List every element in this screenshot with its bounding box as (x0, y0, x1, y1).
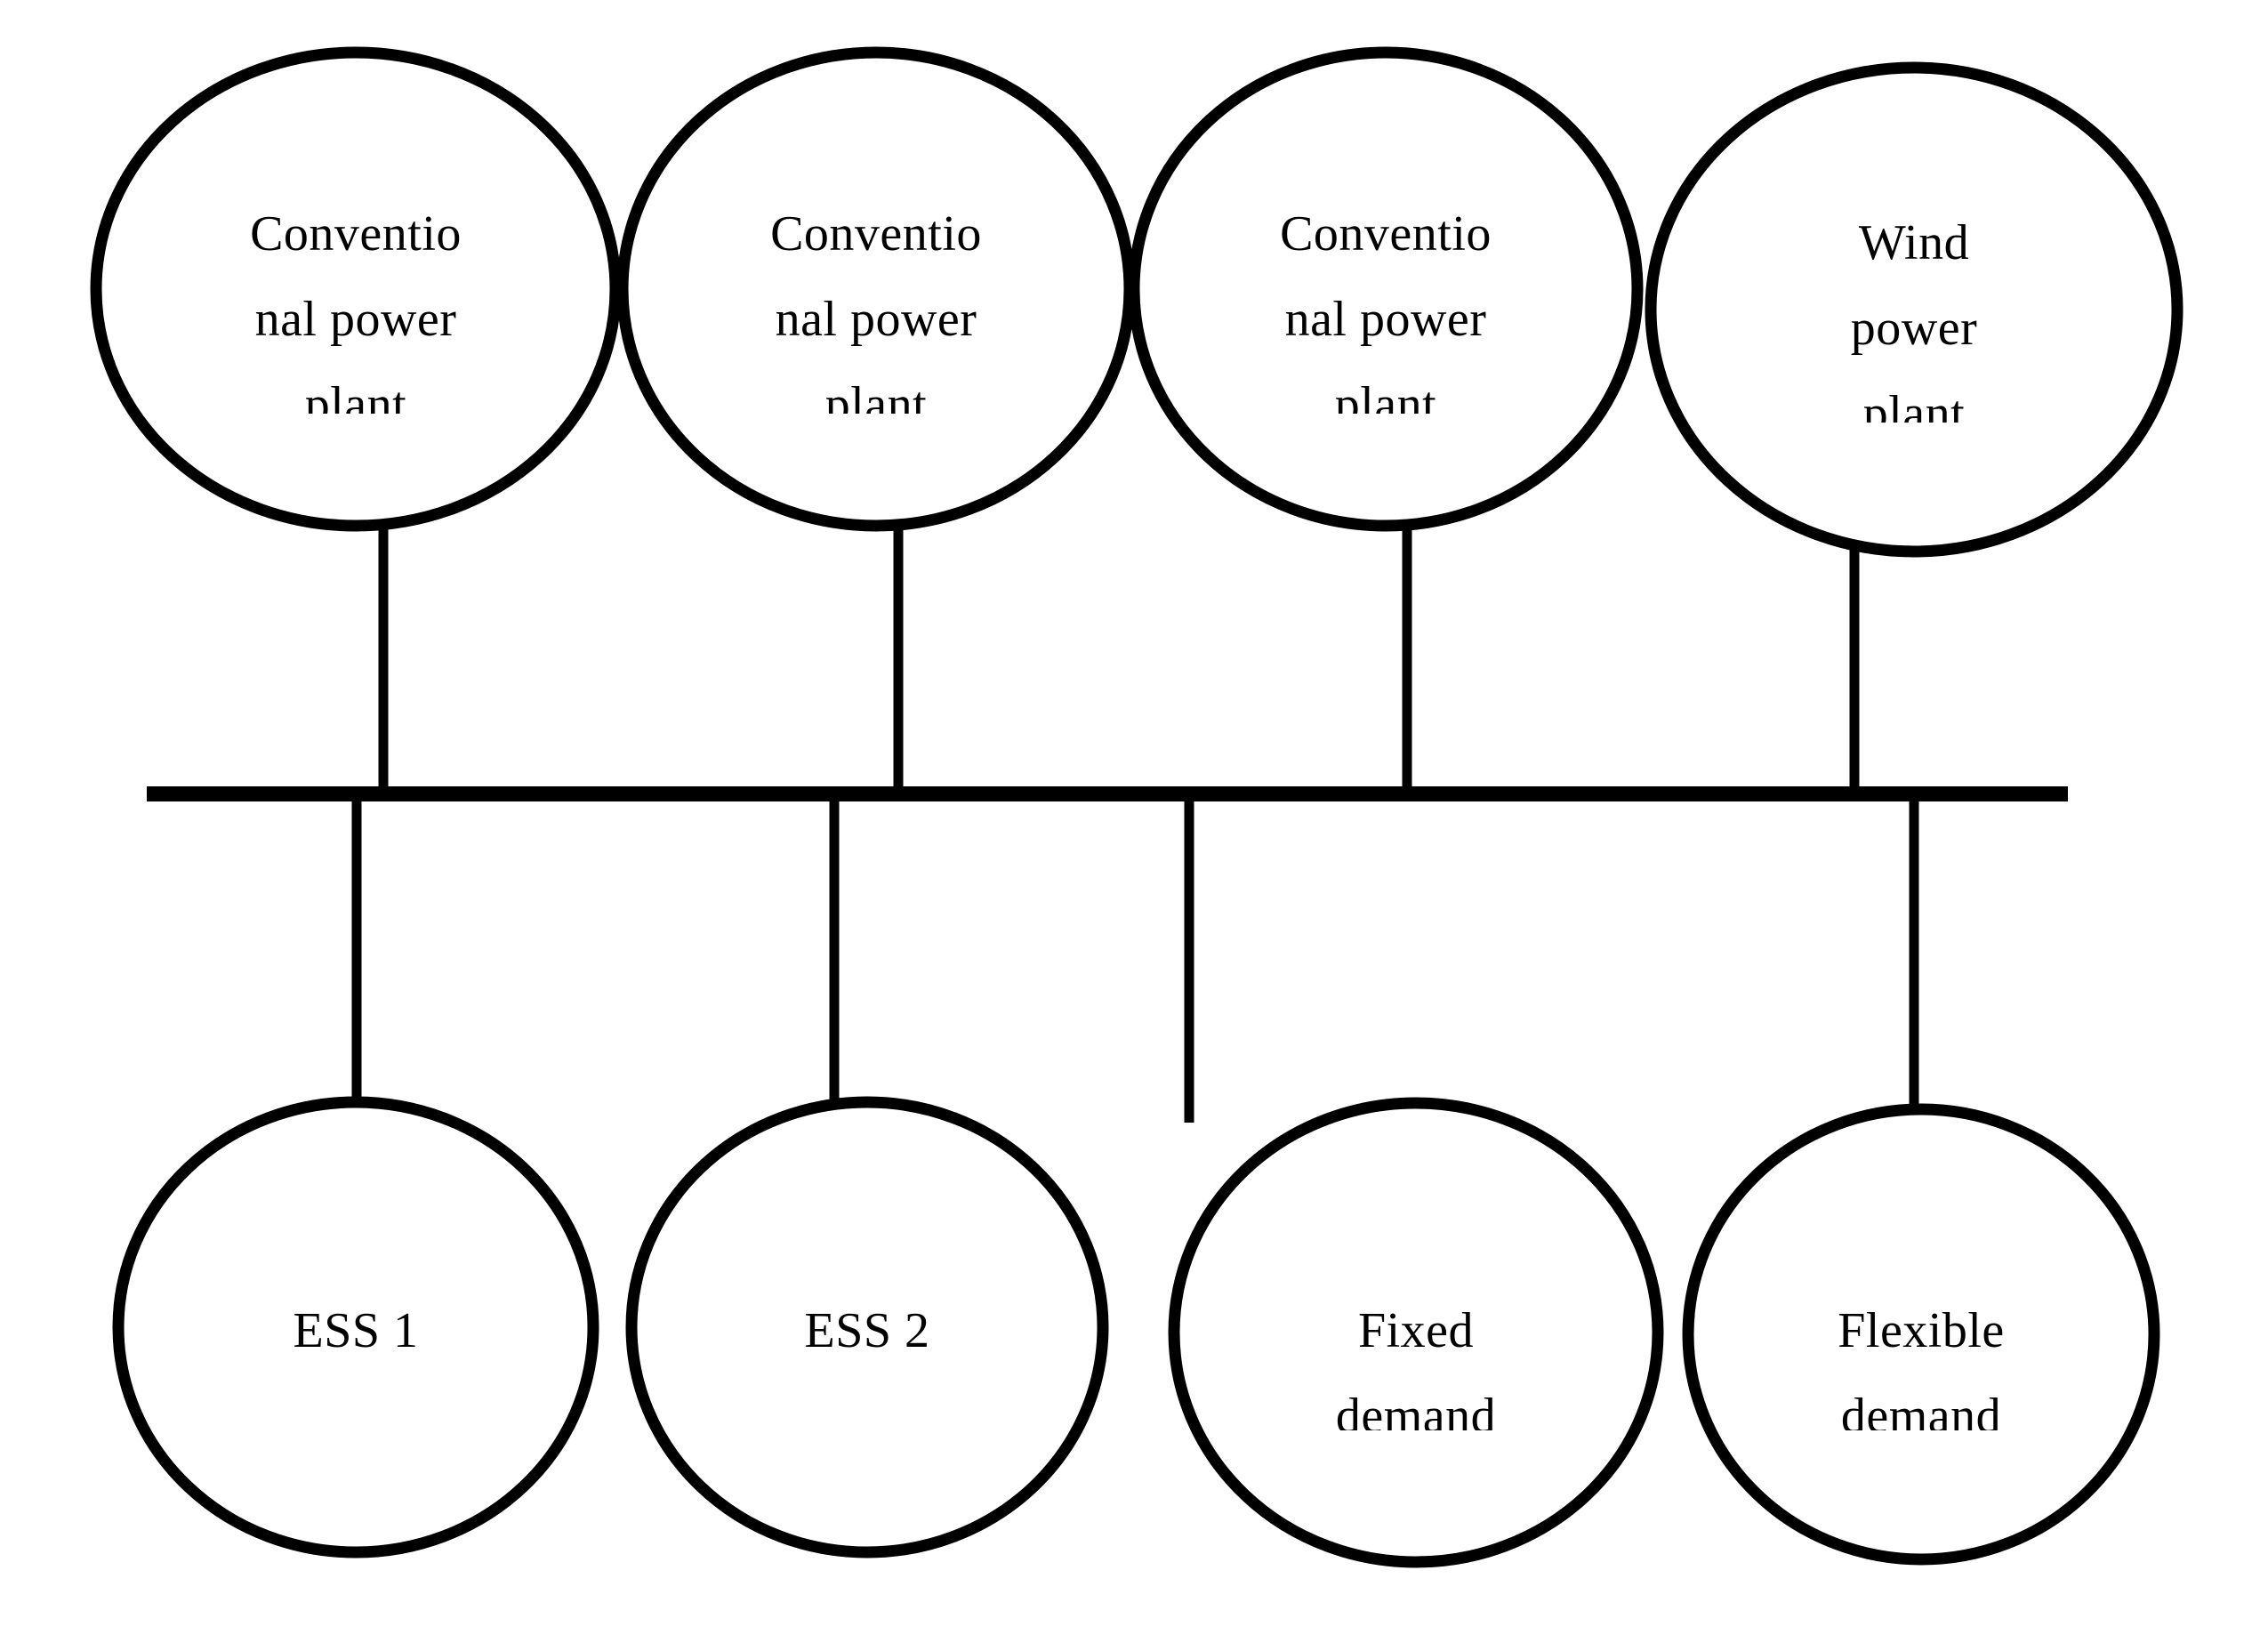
node-conventional-power-plant-2[interactable] (616, 46, 1136, 532)
node-fixed-demand[interactable] (1168, 1097, 1664, 1568)
node-conventional-power-plant-1[interactable] (90, 46, 622, 532)
node-ess-2[interactable] (625, 1096, 1109, 1558)
node-wind-power-plant[interactable] (1645, 61, 2184, 558)
busbar (147, 786, 2068, 801)
node-conventional-power-plant-3[interactable] (1128, 46, 1644, 532)
node-ess-1[interactable] (112, 1096, 599, 1558)
node-flexible-demand[interactable] (1682, 1103, 2160, 1566)
